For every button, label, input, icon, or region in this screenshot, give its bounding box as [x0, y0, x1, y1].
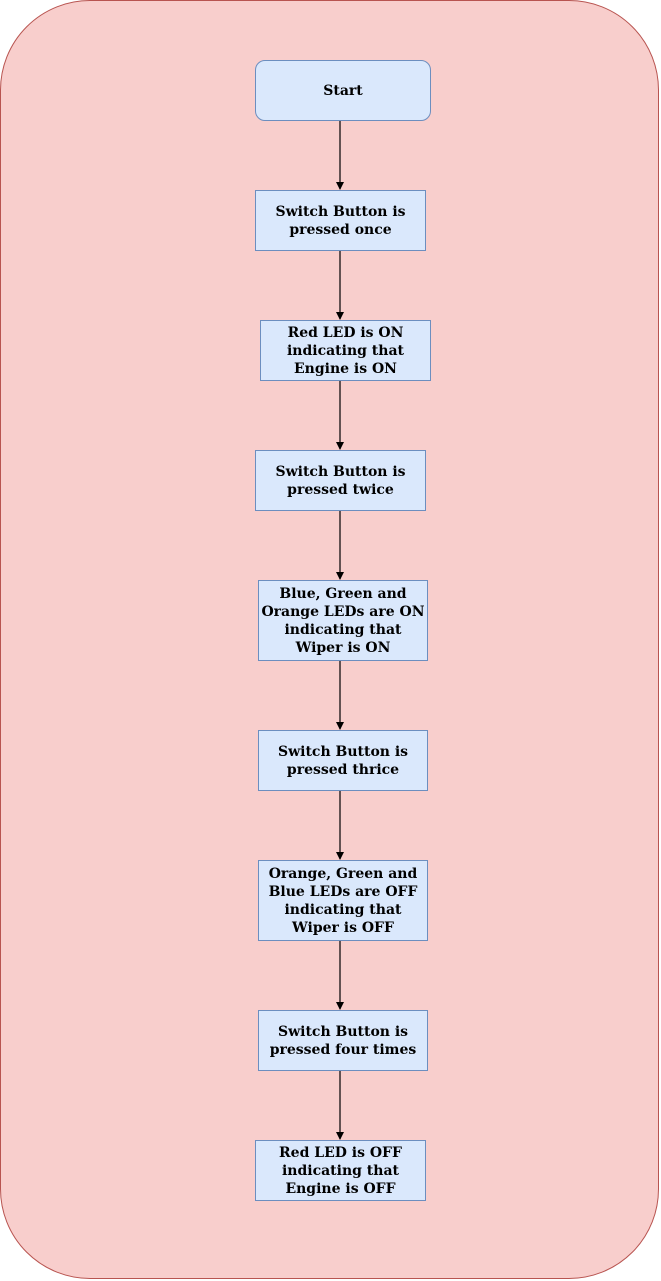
start-node: Start: [255, 60, 431, 121]
red-led-off-node: Red LED is OFF indicating that Engine is…: [255, 1140, 426, 1201]
wiper-leds-off-node: Orange, Green and Blue LEDs are OFF indi…: [258, 860, 428, 941]
press-once-node: Switch Button is pressed once: [255, 190, 426, 251]
press-twice-node: Switch Button is pressed twice: [255, 450, 426, 511]
red-led-on-node: Red LED is ON indicating that Engine is …: [260, 320, 431, 381]
press-four-node: Switch Button is pressed four times: [258, 1010, 428, 1071]
wiper-leds-on-node: Blue, Green and Orange LEDs are ON indic…: [258, 580, 428, 661]
press-thrice-node: Switch Button is pressed thrice: [258, 730, 428, 791]
